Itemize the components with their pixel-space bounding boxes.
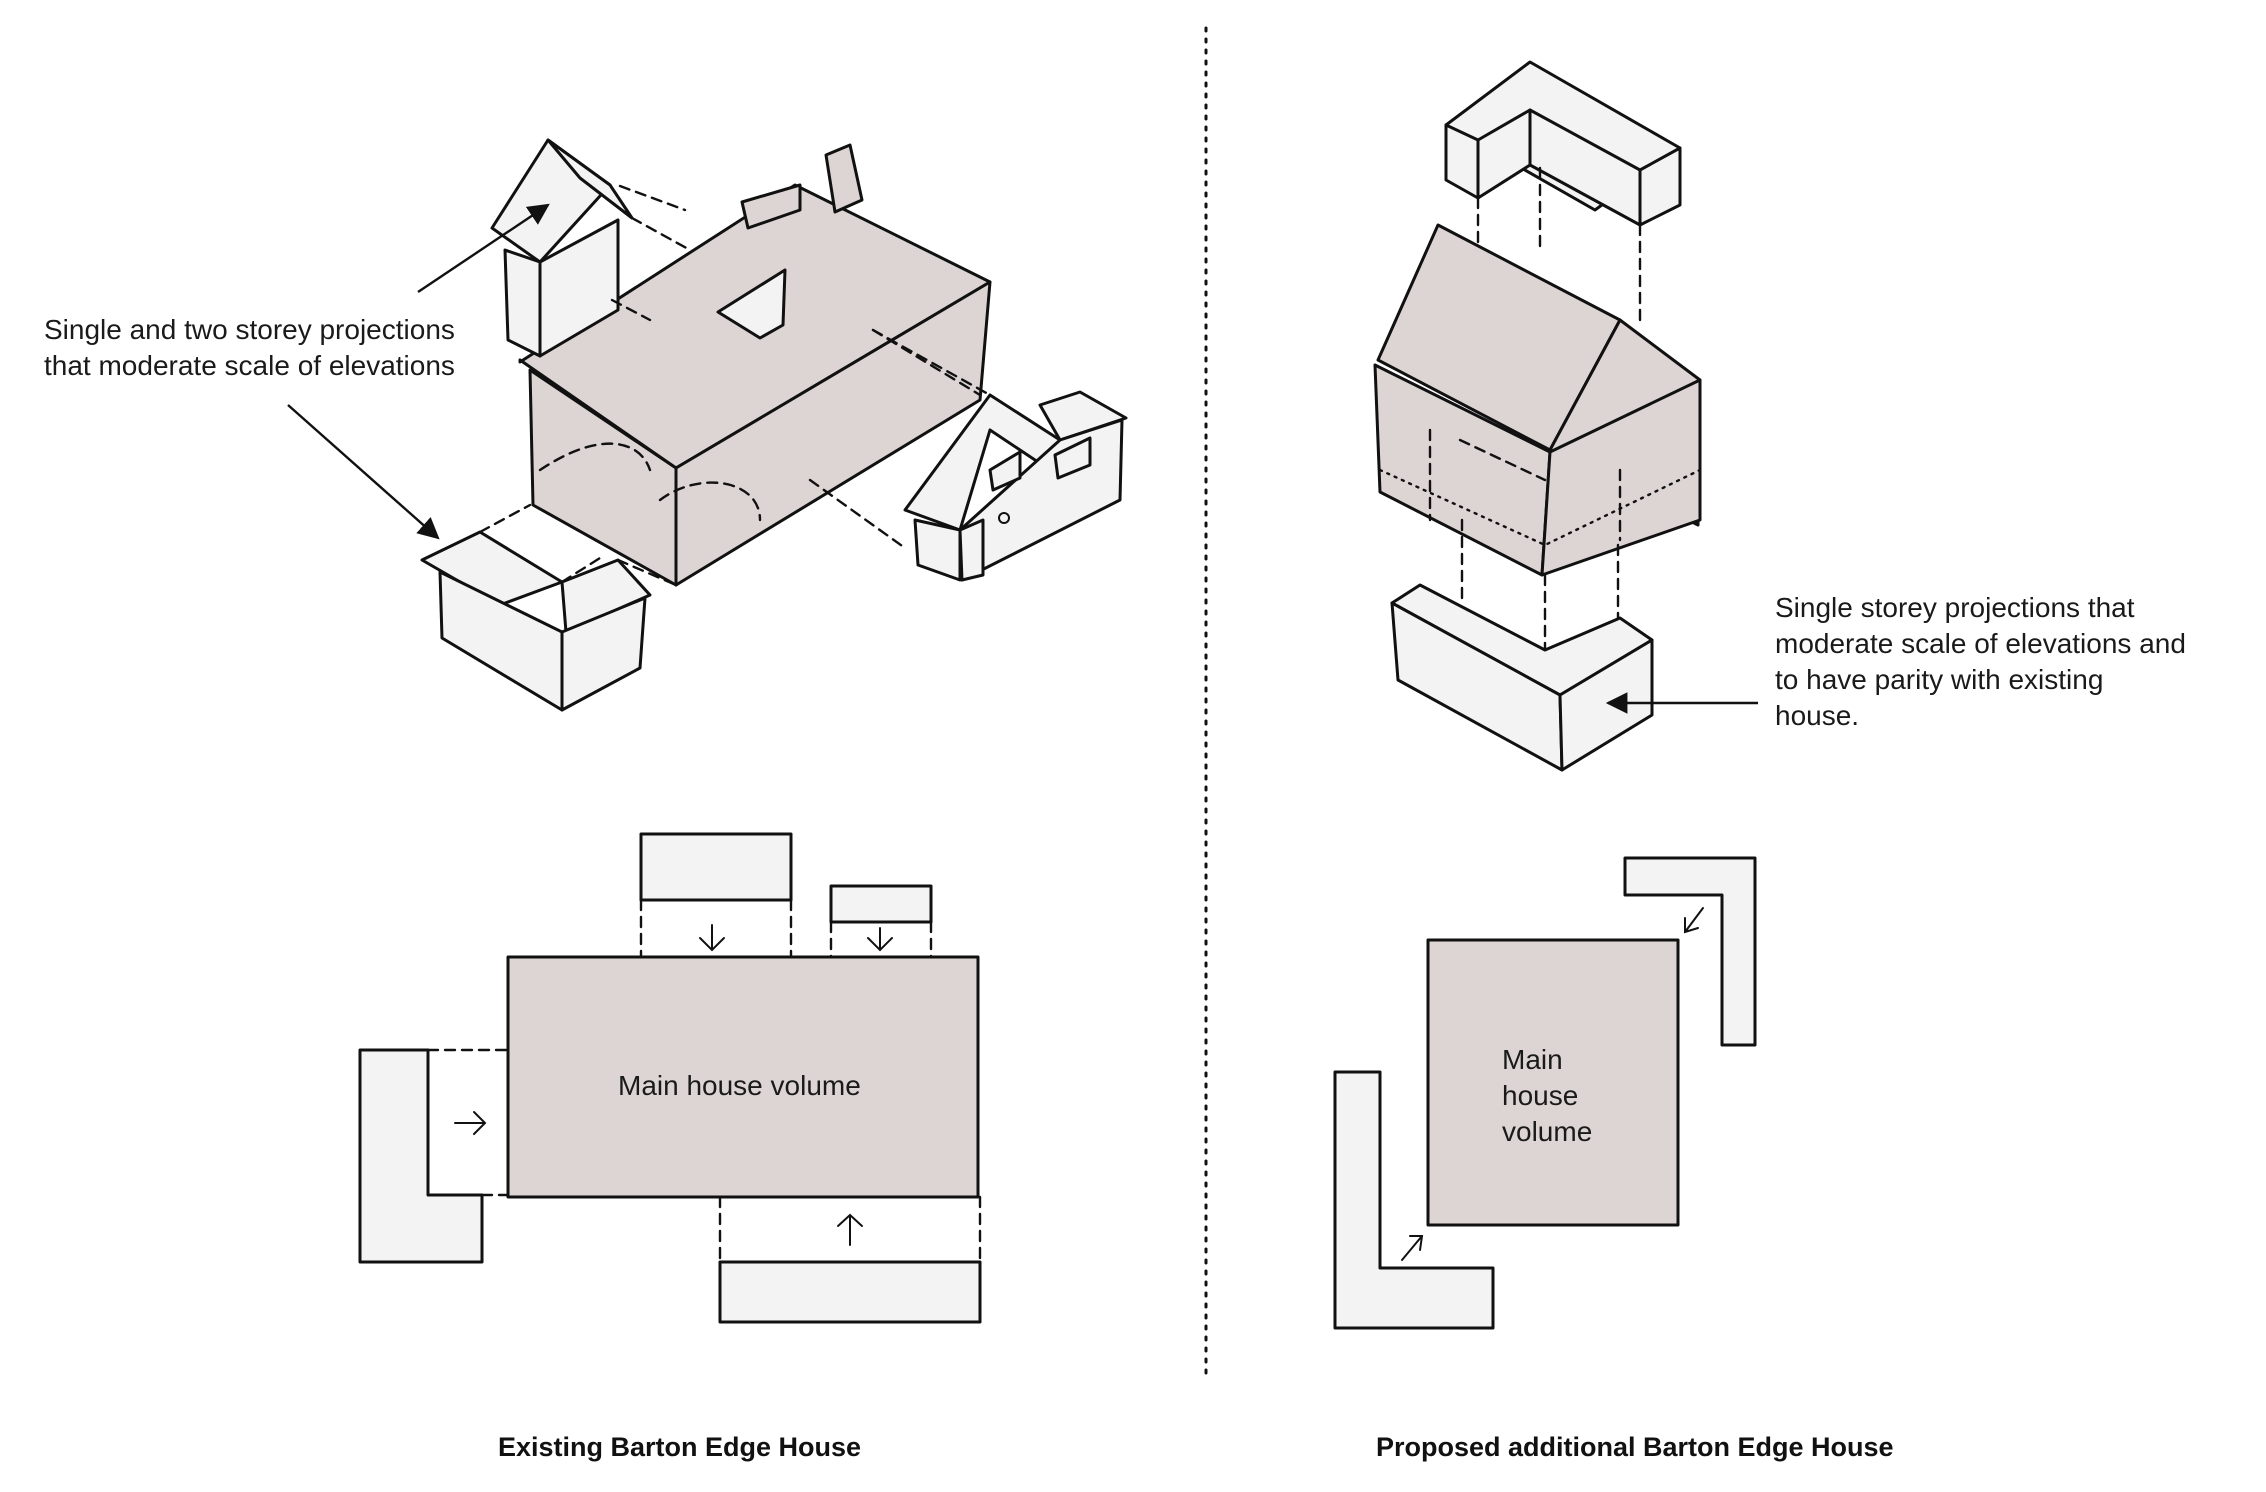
- proposed-projection-upper: [1444, 60, 1682, 327]
- existing-plan-main-volume: [506, 955, 980, 1199]
- existing-projection-right: [808, 328, 1128, 582]
- plan-label-existing-main-volume: Main house volume: [618, 1070, 861, 1101]
- existing-plan-projection-top-right: [829, 884, 933, 924]
- proposed-plan-main-volume: [1426, 938, 1680, 1227]
- existing-projection-two-storey: [490, 138, 692, 358]
- proposed-house-axonometric: [1373, 60, 1758, 772]
- existing-projection-single-left: [420, 503, 678, 712]
- existing-house-axonometric: [287, 138, 1128, 712]
- annotation-arrow-lower: [287, 404, 440, 540]
- existing-plan-projection-top-left: [639, 832, 793, 902]
- plan-label-proposed-main-volume: Main house volume: [1502, 1044, 1593, 1147]
- annotation-existing-projections: Single and two storey projections that m…: [44, 314, 455, 381]
- existing-main-volume: [518, 143, 992, 587]
- existing-house-plan: [358, 832, 982, 1324]
- proposed-plan-projection-top: [1623, 856, 1757, 1047]
- existing-plan-projection-bottom: [718, 1260, 982, 1324]
- annotation-arrow-upper: [417, 203, 550, 293]
- proposed-plan-projection-bottom: [1333, 1070, 1495, 1330]
- proposed-house-plan: [1333, 856, 1757, 1330]
- existing-plan-projection-left: [358, 1048, 484, 1264]
- caption-proposed-house: Proposed additional Barton Edge House: [1376, 1432, 1894, 1462]
- proposed-main-volume: [1373, 223, 1702, 577]
- annotation-proposed-projections: Single storey projections that moderate …: [1775, 592, 2186, 731]
- caption-existing-house: Existing Barton Edge House: [498, 1432, 862, 1462]
